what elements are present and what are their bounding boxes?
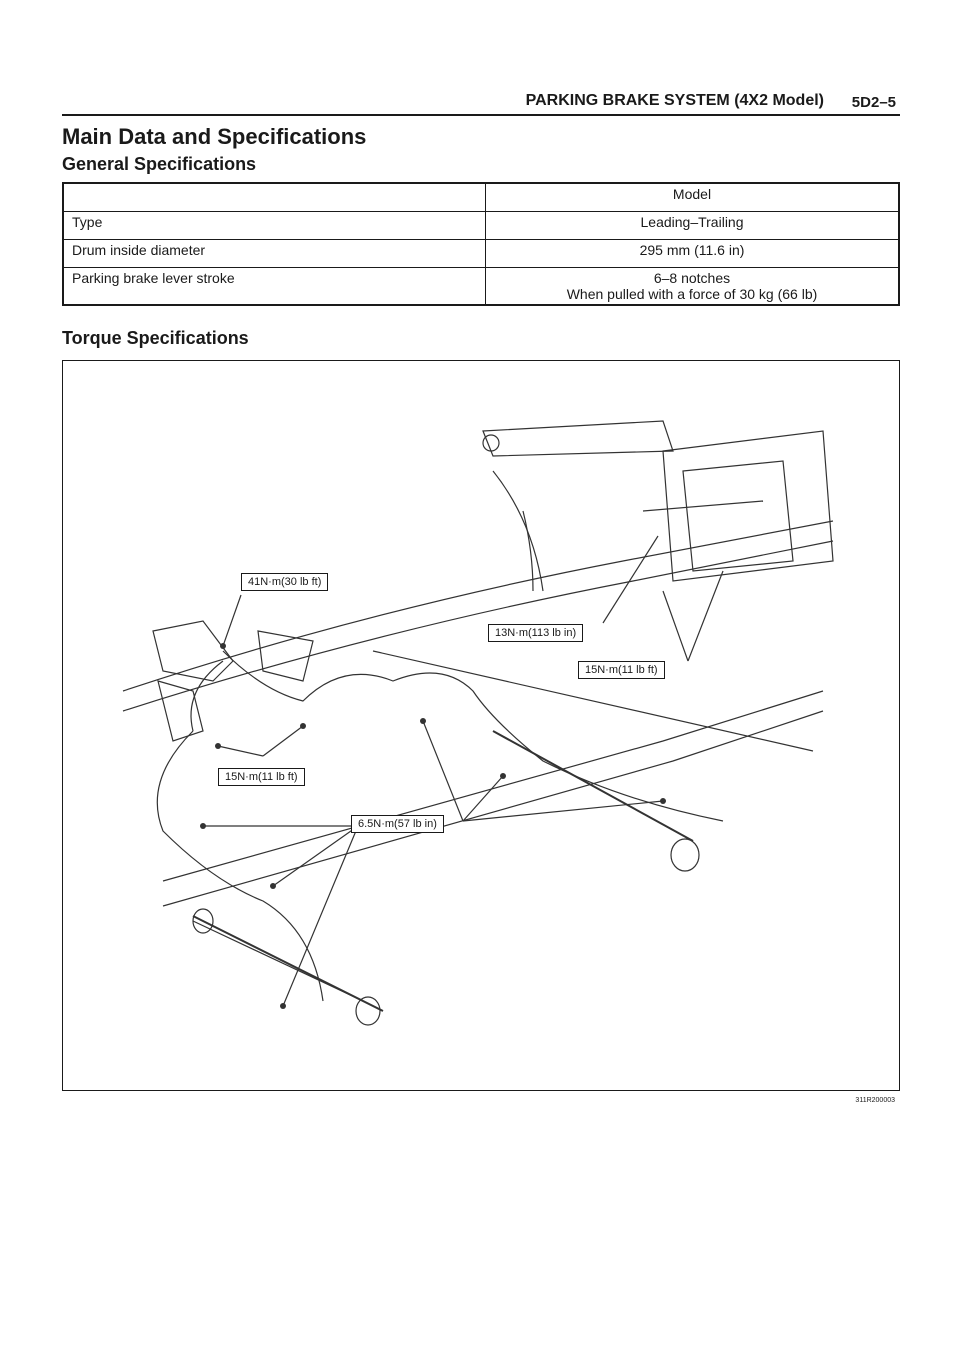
torque-callout: 41N·m(30 lb ft) bbox=[241, 573, 329, 591]
rear-cable-left bbox=[156, 730, 324, 1002]
page-header: PARKING BRAKE SYSTEM (4X2 Model) 5D2–5 bbox=[62, 88, 900, 116]
row-value-line2: When pulled with a force of 30 kg (66 lb… bbox=[566, 286, 818, 302]
main-title: Main Data and Specifications bbox=[62, 124, 367, 149]
axle-end-left bbox=[355, 996, 381, 1026]
torque-callout: 15N·m(11 lb ft) bbox=[218, 768, 305, 786]
table-header-cell bbox=[62, 182, 486, 212]
frame-rail-upper bbox=[122, 520, 834, 692]
table-header-model: Model bbox=[485, 182, 900, 212]
general-specifications-title: General Specifications bbox=[62, 154, 257, 174]
parking-lever bbox=[482, 420, 674, 457]
table-row: Drum inside diameter 295 mm (11.6 in) bbox=[62, 239, 900, 268]
general-specifications-table: Model Type Leading–Trailing Drum inside … bbox=[62, 182, 900, 306]
row-value: 295 mm (11.6 in) bbox=[485, 239, 900, 268]
figure-code: 311R200003 bbox=[855, 1097, 895, 1104]
row-value: Leading–Trailing bbox=[485, 211, 900, 240]
parking-brake-diagram: 41N·m(30 lb ft) 13N·m(113 lb in) 15N·m(1… bbox=[62, 360, 900, 1104]
torque-callout: 6.5N·m(57 lb in) bbox=[351, 815, 444, 833]
table-row: Type Leading–Trailing bbox=[62, 211, 900, 240]
row-label: Drum inside diameter bbox=[62, 239, 486, 268]
row-value: 6–8 notches When pulled with a force of … bbox=[485, 267, 900, 306]
torque-callout: 13N·m(113 lb in) bbox=[488, 624, 584, 642]
torque-specifications-title: Torque Specifications bbox=[62, 328, 249, 348]
row-label: Parking brake lever stroke bbox=[62, 267, 486, 306]
diagram-drawing bbox=[122, 420, 834, 1026]
page-number: 5D2–5 bbox=[851, 94, 896, 111]
row-value-line1: 6–8 notches bbox=[653, 270, 731, 286]
frame-rail-lower bbox=[162, 690, 824, 882]
torque-callout: 15N·m(11 lb ft) bbox=[578, 661, 665, 679]
axle-end-right bbox=[670, 838, 700, 872]
section-title: PARKING BRAKE SYSTEM (4X2 Model) bbox=[525, 92, 824, 109]
header-rule bbox=[62, 114, 900, 116]
row-label: Type bbox=[62, 211, 486, 240]
table-row: Parking brake lever stroke 6–8 notches W… bbox=[62, 267, 900, 306]
rear-cable-right bbox=[222, 650, 724, 822]
table-header-row: Model bbox=[62, 182, 900, 212]
